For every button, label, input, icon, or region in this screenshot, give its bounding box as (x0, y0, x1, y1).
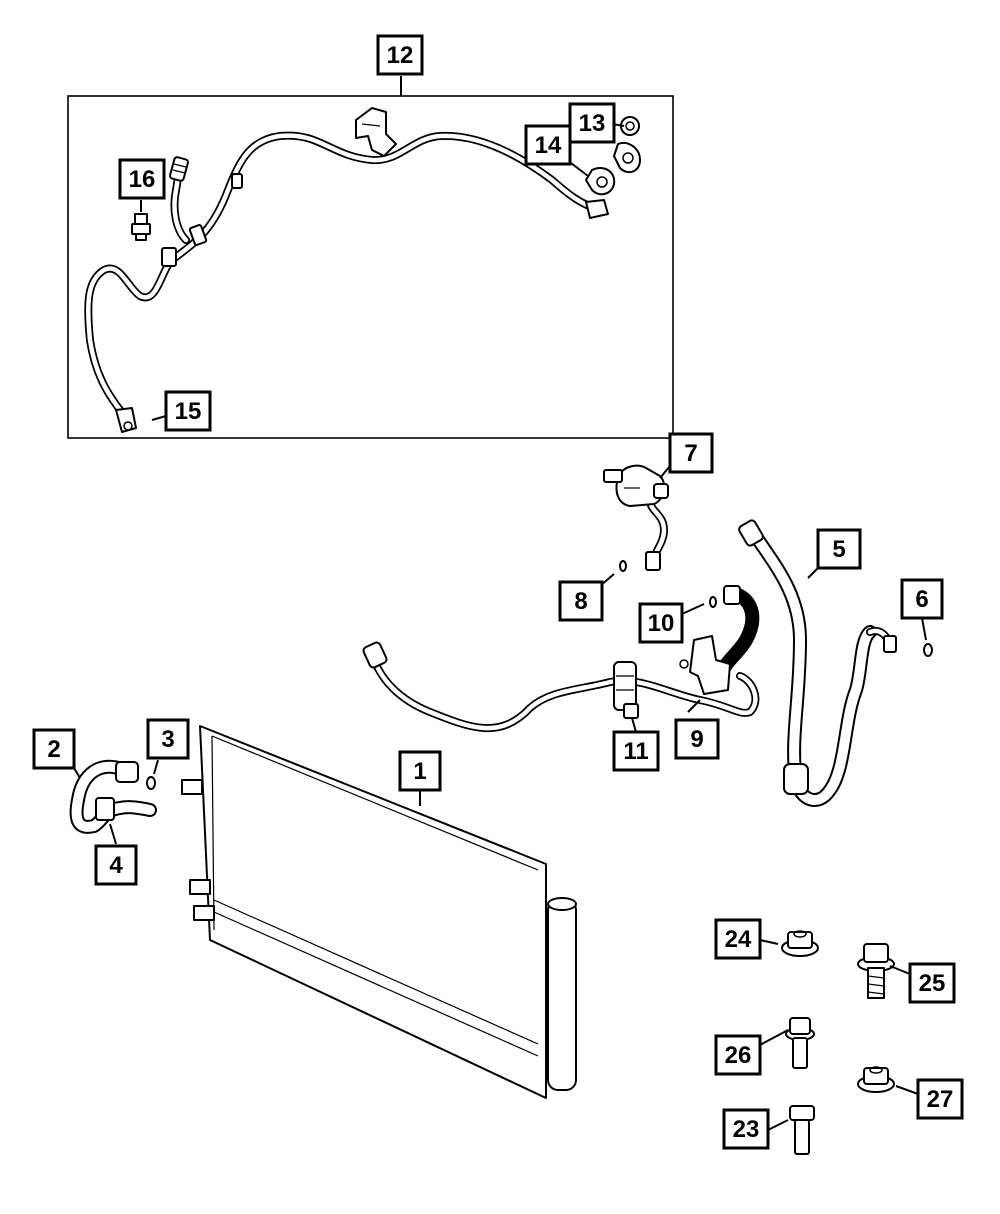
svg-text:23: 23 (733, 1116, 760, 1143)
svg-text:13: 13 (579, 110, 606, 137)
line-assembly-7 (603, 464, 669, 571)
callout-4: 4 (94, 844, 138, 886)
svg-text:14: 14 (535, 132, 562, 159)
callout-7: 7 (668, 432, 714, 474)
bolt-25 (857, 943, 895, 999)
callout-27: 27 (916, 1078, 964, 1120)
callout-25: 25 (908, 962, 956, 1004)
svg-text:26: 26 (725, 1042, 752, 1069)
callout-16: 16 (118, 158, 166, 200)
bolt-26 (785, 1017, 815, 1069)
svg-text:2: 2 (47, 736, 60, 763)
o-ring-8 (619, 560, 627, 572)
callout-26: 26 (714, 1034, 762, 1076)
callout-1: 1 (398, 750, 442, 792)
group-frame-12 (67, 95, 674, 439)
nut-27 (857, 1066, 895, 1093)
callout-9: 9 (674, 718, 720, 760)
svg-text:6: 6 (915, 586, 928, 613)
valve-11 (613, 661, 639, 719)
o-ring-10 (709, 596, 717, 608)
svg-text:8: 8 (574, 588, 587, 615)
liquid-line-15 (84, 107, 609, 433)
callout-11: 11 (612, 730, 660, 772)
condenser-1 (181, 725, 577, 1099)
callout-8: 8 (558, 580, 604, 622)
svg-text:5: 5 (832, 536, 845, 563)
svg-text:9: 9 (690, 726, 703, 753)
nut-24 (781, 930, 819, 957)
callout-13: 13 (568, 102, 616, 144)
callout-23: 23 (722, 1108, 770, 1150)
svg-text:3: 3 (161, 726, 174, 753)
svg-text:11: 11 (623, 738, 648, 765)
callout-24: 24 (714, 918, 762, 960)
o-ring-3 (146, 776, 156, 790)
bolt-23 (789, 1105, 815, 1155)
clip-14 (585, 142, 641, 196)
callout-6: 6 (900, 578, 944, 620)
callout-14: 14 (524, 124, 572, 166)
svg-text:4: 4 (109, 852, 123, 879)
callout-10: 10 (638, 602, 684, 644)
hose-2 (69, 759, 157, 834)
o-ring-6 (923, 643, 933, 657)
callout-15: 15 (164, 390, 212, 432)
pressure-sensor-16 (131, 213, 151, 241)
svg-text:10: 10 (648, 610, 675, 637)
svg-text:24: 24 (725, 926, 752, 953)
svg-text:27: 27 (927, 1086, 954, 1113)
svg-text:16: 16 (129, 166, 156, 193)
svg-text:15: 15 (175, 398, 202, 425)
callout-5: 5 (816, 528, 862, 570)
svg-text:1: 1 (413, 758, 426, 785)
svg-text:7: 7 (684, 440, 697, 467)
line-9 (362, 585, 760, 733)
hose-5 (738, 519, 897, 807)
svg-text:12: 12 (387, 42, 414, 69)
callout-3: 3 (146, 718, 190, 760)
callout-2: 2 (32, 728, 76, 770)
callout-12: 12 (376, 34, 424, 76)
svg-text:25: 25 (919, 970, 946, 997)
